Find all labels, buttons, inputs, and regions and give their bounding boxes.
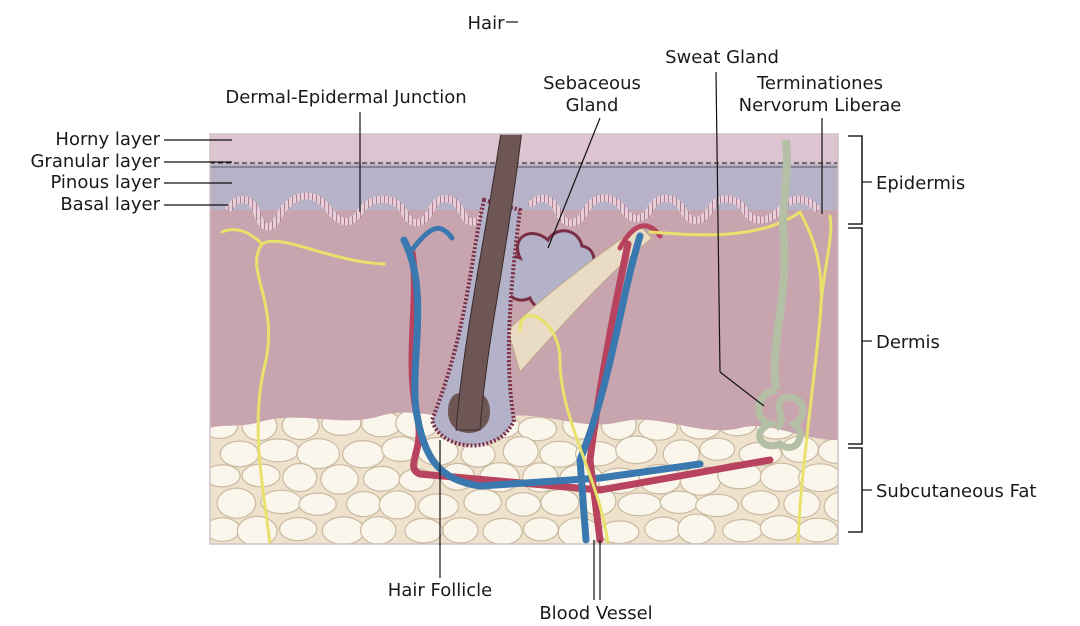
label-granular-layer: Granular layer: [30, 151, 160, 172]
label-sebaceous-gland-line1: Sebaceous: [543, 73, 641, 94]
label-epidermis: Epidermis: [876, 173, 965, 194]
fat-cell: [696, 494, 739, 516]
fat-cell: [283, 464, 317, 492]
fat-cell: [798, 518, 838, 542]
fat-cell: [217, 488, 256, 518]
fat-cell: [700, 438, 735, 460]
fat-cell: [347, 492, 381, 517]
fat-cell: [418, 494, 458, 519]
fat-cell: [321, 465, 358, 494]
label-dermis: Dermis: [876, 332, 940, 353]
label-sweat-gland: Sweat Gland: [665, 47, 779, 68]
fat-cell: [742, 491, 779, 515]
label-hair-follicle: Hair Follicle: [388, 580, 492, 601]
label-hair: Hair: [468, 13, 506, 34]
label-terminationes-line2: Nervorum Liberae: [739, 95, 902, 116]
fat-cell: [723, 520, 762, 542]
fat-cell: [678, 514, 715, 544]
label-dermal-epidermal-junction: Dermal-Epidermal Junction: [225, 87, 466, 108]
label-horny-layer: Horny layer: [55, 129, 160, 150]
fat-cell: [280, 518, 317, 541]
label-subcutaneous-fat: Subcutaneous Fat: [876, 481, 1036, 502]
label-pinous-layer: Pinous layer: [50, 172, 160, 193]
fat-cell: [818, 439, 854, 463]
fat-cell: [824, 492, 862, 522]
fat-cell: [616, 436, 657, 464]
fat-cell: [503, 437, 538, 467]
bracket-epidermis: [848, 136, 862, 224]
fat-cell: [760, 516, 799, 540]
label-terminationes-line1: Terminationes: [756, 73, 883, 94]
bracket-subcutaneous-fat: [848, 448, 862, 532]
fat-cell: [524, 518, 559, 541]
fat-cell: [760, 463, 802, 491]
fat-cell: [541, 490, 579, 516]
fat-cell: [257, 439, 298, 462]
fat-cell: [220, 441, 259, 467]
horny-layer: [210, 134, 838, 164]
fat-cell: [660, 491, 698, 513]
fat-cell: [461, 442, 495, 467]
fat-cell: [405, 518, 442, 543]
fat-cell: [443, 518, 478, 543]
fat-cell: [506, 493, 541, 516]
label-sebaceous-gland-line2: Gland: [566, 95, 619, 116]
fat-cell: [618, 493, 661, 516]
fat-cell: [299, 493, 336, 515]
label-blood-vessel: Blood Vessel: [539, 603, 652, 624]
fat-cell: [645, 517, 681, 541]
fat-cell: [361, 517, 396, 545]
fat-cell: [363, 466, 400, 491]
fat-cell: [322, 517, 364, 545]
label-basal-layer: Basal layer: [60, 194, 160, 215]
fat-cell: [483, 518, 522, 544]
fat-cell: [343, 441, 384, 468]
fat-cell: [379, 491, 415, 519]
fat-cell: [464, 489, 501, 514]
bracket-dermis: [848, 228, 862, 444]
